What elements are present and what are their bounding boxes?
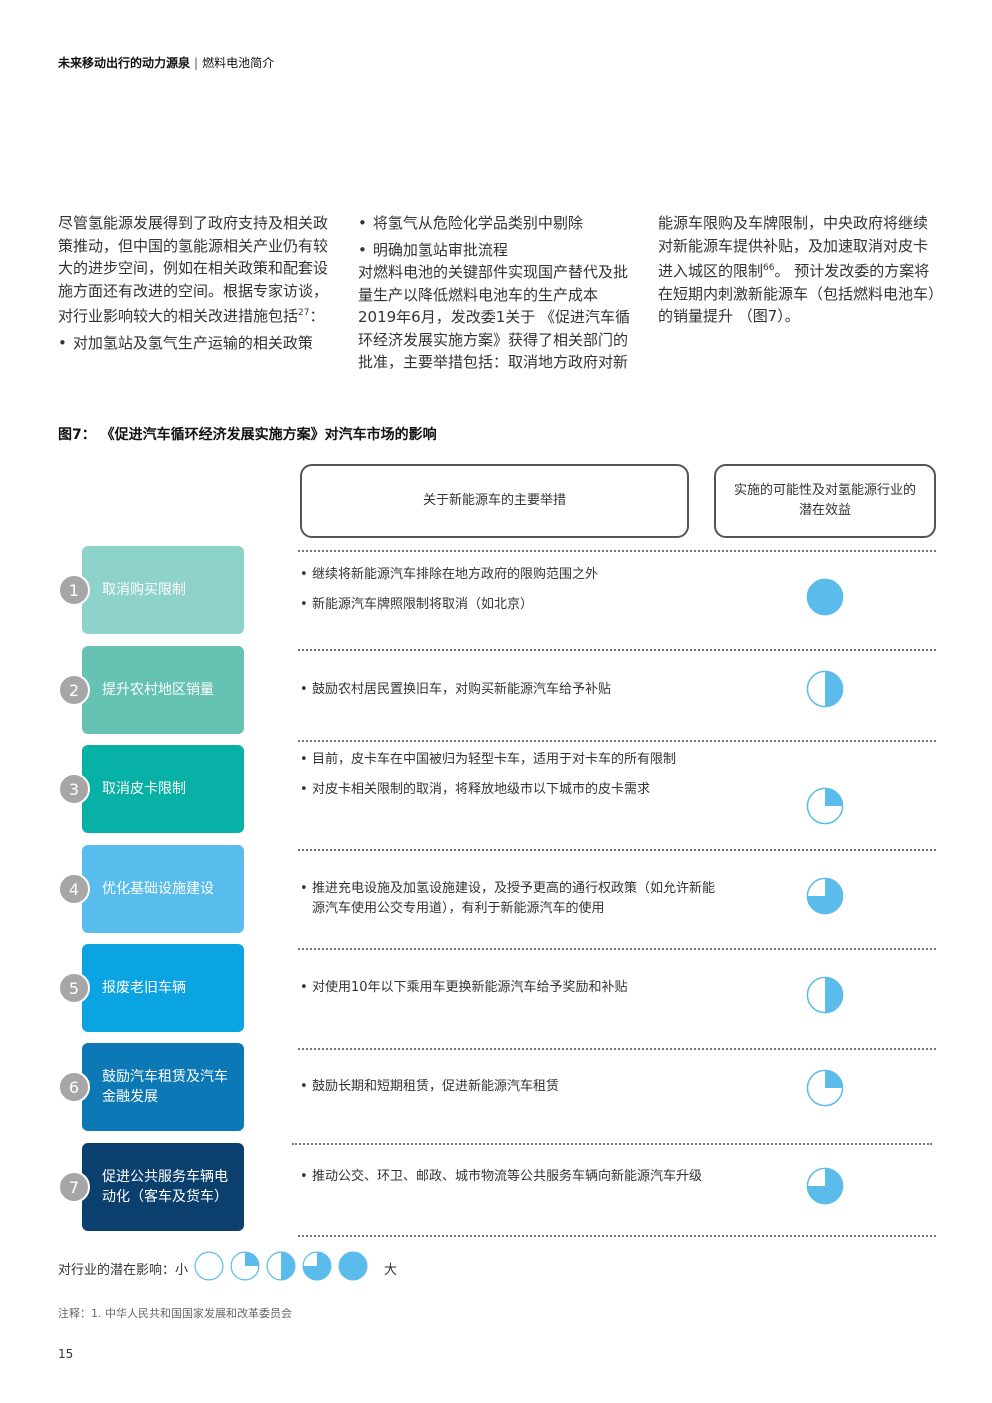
bullet-item: 对使用10年以下乘用车更换新能源汽车给予奖励和补贴 <box>300 978 720 998</box>
legend-level <box>338 1251 368 1285</box>
harvey-ball-icon <box>806 578 844 616</box>
measure-bullets: 鼓励农村居民置换旧车，对购买新能源汽车给予补贴 <box>300 680 720 700</box>
step-number-badge: 6 <box>58 1071 90 1103</box>
measure-label: 报废老旧车辆 <box>102 980 186 996</box>
legend-level <box>194 1251 224 1285</box>
harvey-ball-icon <box>230 1251 260 1281</box>
measure-label: 提升农村地区销量 <box>102 682 214 698</box>
footnote-ref: 27 <box>298 308 310 318</box>
text-column-1: 尽管氢能源发展得到了政府支持及相关政策推动，但中国的氢能源相关产业仍有较大的进步… <box>58 212 330 354</box>
impact-legend: 对行业的潜在影响：小 大 <box>58 1251 398 1285</box>
text-column-3: 能源车限购及车牌限制，中央政府将继续对新能源车提供补贴，及加速取消对皮卡进入城区… <box>658 212 940 328</box>
row-divider <box>298 1048 936 1050</box>
row-divider <box>298 740 936 742</box>
impact-indicator <box>806 976 844 1018</box>
harvey-ball-icon <box>194 1251 224 1281</box>
step-number-badge: 5 <box>58 972 90 1004</box>
step-number-badge: 3 <box>58 773 90 805</box>
harvey-ball-icon <box>302 1251 332 1281</box>
bullet-item: 目前，皮卡车在中国被归为轻型卡车，适用于对卡车的所有限制 <box>300 750 720 770</box>
row-divider <box>298 1235 936 1237</box>
footnote-ref: 66 <box>763 263 775 273</box>
col2-paragraph: 对燃料电池的关键部件实现国产替代及批量生产以降低燃料电池车的生产成本2019年6… <box>358 263 631 371</box>
measures-header: 关于新能源车的主要举措 <box>300 464 689 538</box>
figure-title: 图7： 《促进汽车循环经济发展实施方案》对汽车市场的影响 <box>58 427 437 443</box>
step-number-badge: 4 <box>58 873 90 905</box>
impact-indicator <box>806 787 844 829</box>
measure-bullets: 鼓励长期和短期租赁，促进新能源汽车租赁 <box>300 1077 720 1097</box>
harvey-ball-icon <box>266 1251 296 1281</box>
bullet-hazard: 将氢气从危险化学品类别中剔除 <box>358 212 636 235</box>
header-subtitle: 燃料电池简介 <box>202 56 275 70</box>
bullet-item: 继续将新能源汽车排除在地方政府的限购范围之外 <box>300 565 720 585</box>
text-column-2: 将氢气从危险化学品类别中剔除 明确加氢站审批流程 对燃料电池的关键部件实现国产替… <box>358 212 636 374</box>
bullet-item: 推动公交、环卫、邮政、城市物流等公共服务车辆向新能源汽车升级 <box>300 1167 720 1187</box>
measure-bullets: 继续将新能源汽车排除在地方政府的限购范围之外新能源汽车牌照限制将取消（如北京） <box>300 565 720 615</box>
harvey-ball-icon <box>806 1167 844 1205</box>
measure-card: 报废老旧车辆 <box>82 944 244 1032</box>
bullet-item: 推进充电设施及加氢设施建设，及授予更高的通行权政策（如允许新能源汽车使用公交专用… <box>300 879 720 919</box>
harvey-ball-icon <box>806 670 844 708</box>
legend-level <box>266 1251 296 1285</box>
measure-label: 取消购买限制 <box>102 582 186 598</box>
harvey-ball-icon <box>806 787 844 825</box>
impact-indicator <box>806 1069 844 1111</box>
measure-bullets: 推动公交、环卫、邮政、城市物流等公共服务车辆向新能源汽车升级 <box>300 1167 720 1187</box>
legend-suffix: 大 <box>384 1262 398 1278</box>
bullet-policy: 对加氢站及氢气生产运输的相关政策 <box>58 332 330 355</box>
measure-card: 促进公共服务车辆电动化（客车及货车） <box>82 1143 244 1231</box>
page-number: 15 <box>58 1347 74 1361</box>
harvey-ball-icon <box>806 1069 844 1107</box>
step-number-badge: 2 <box>58 674 90 706</box>
measure-bullets: 目前，皮卡车在中国被归为轻型卡车，适用于对卡车的所有限制对皮卡相关限制的取消，将… <box>300 750 720 800</box>
bullet-item: 鼓励长期和短期租赁，促进新能源汽车租赁 <box>300 1077 720 1097</box>
row-divider <box>298 849 936 851</box>
impact-indicator <box>806 877 844 919</box>
page-header: 未来移动出行的动力源泉|燃料电池简介 <box>58 54 274 71</box>
legend-prefix: 对行业的潜在影响：小 <box>58 1262 189 1278</box>
legend-icons <box>188 1251 368 1285</box>
measure-label: 促进公共服务车辆电动化（客车及货车） <box>102 1169 228 1205</box>
measure-bullets: 推进充电设施及加氢设施建设，及授予更高的通行权政策（如允许新能源汽车使用公交专用… <box>300 879 720 919</box>
header-title: 未来移动出行的动力源泉 <box>58 56 191 70</box>
intro-paragraph: 尽管氢能源发展得到了政府支持及相关政策推动，但中国的氢能源相关产业仍有较大的进步… <box>58 214 329 325</box>
measure-card: 优化基础设施建设 <box>82 845 244 933</box>
measure-label: 鼓励汽车租赁及汽车金融发展 <box>102 1069 228 1105</box>
impact-indicator <box>806 1167 844 1209</box>
step-number-badge: 7 <box>58 1171 90 1203</box>
bullet-item: 对皮卡相关限制的取消，将释放地级市以下城市的皮卡需求 <box>300 780 720 800</box>
measure-card: 取消购买限制 <box>82 546 244 634</box>
potential-header: 实施的可能性及对氢能源行业的潜在效益 <box>714 464 936 538</box>
header-separator: | <box>194 56 199 70</box>
legend-level <box>230 1251 260 1285</box>
harvey-ball-icon <box>806 877 844 915</box>
harvey-ball-icon <box>806 976 844 1014</box>
harvey-ball-icon <box>338 1251 368 1281</box>
measure-label: 取消皮卡限制 <box>102 781 186 797</box>
bullet-item: 鼓励农村居民置换旧车，对购买新能源汽车给予补贴 <box>300 680 720 700</box>
row-divider <box>298 948 936 950</box>
measure-bullets: 对使用10年以下乘用车更换新能源汽车给予奖励和补贴 <box>300 978 720 998</box>
row-divider <box>298 649 936 651</box>
bullet-approval: 明确加氢站审批流程 <box>358 239 636 262</box>
col3-paragraph: 能源车限购及车牌限制，中央政府将继续对新能源车提供补贴，及加速取消对皮卡进入城区… <box>658 214 936 325</box>
step-number-badge: 1 <box>58 574 90 606</box>
row-divider <box>292 1143 932 1145</box>
footnote: 注释：1. 中华人民共和国国家发展和改革委员会 <box>58 1307 292 1320</box>
measure-card: 取消皮卡限制 <box>82 745 244 833</box>
measure-label: 优化基础设施建设 <box>102 881 214 897</box>
measure-card: 提升农村地区销量 <box>82 646 244 734</box>
measure-card: 鼓励汽车租赁及汽车金融发展 <box>82 1043 244 1131</box>
row-divider <box>298 550 936 552</box>
bullet-item: 新能源汽车牌照限制将取消（如北京） <box>300 595 720 615</box>
legend-level <box>302 1251 332 1285</box>
impact-indicator <box>806 578 844 620</box>
impact-indicator <box>806 670 844 712</box>
